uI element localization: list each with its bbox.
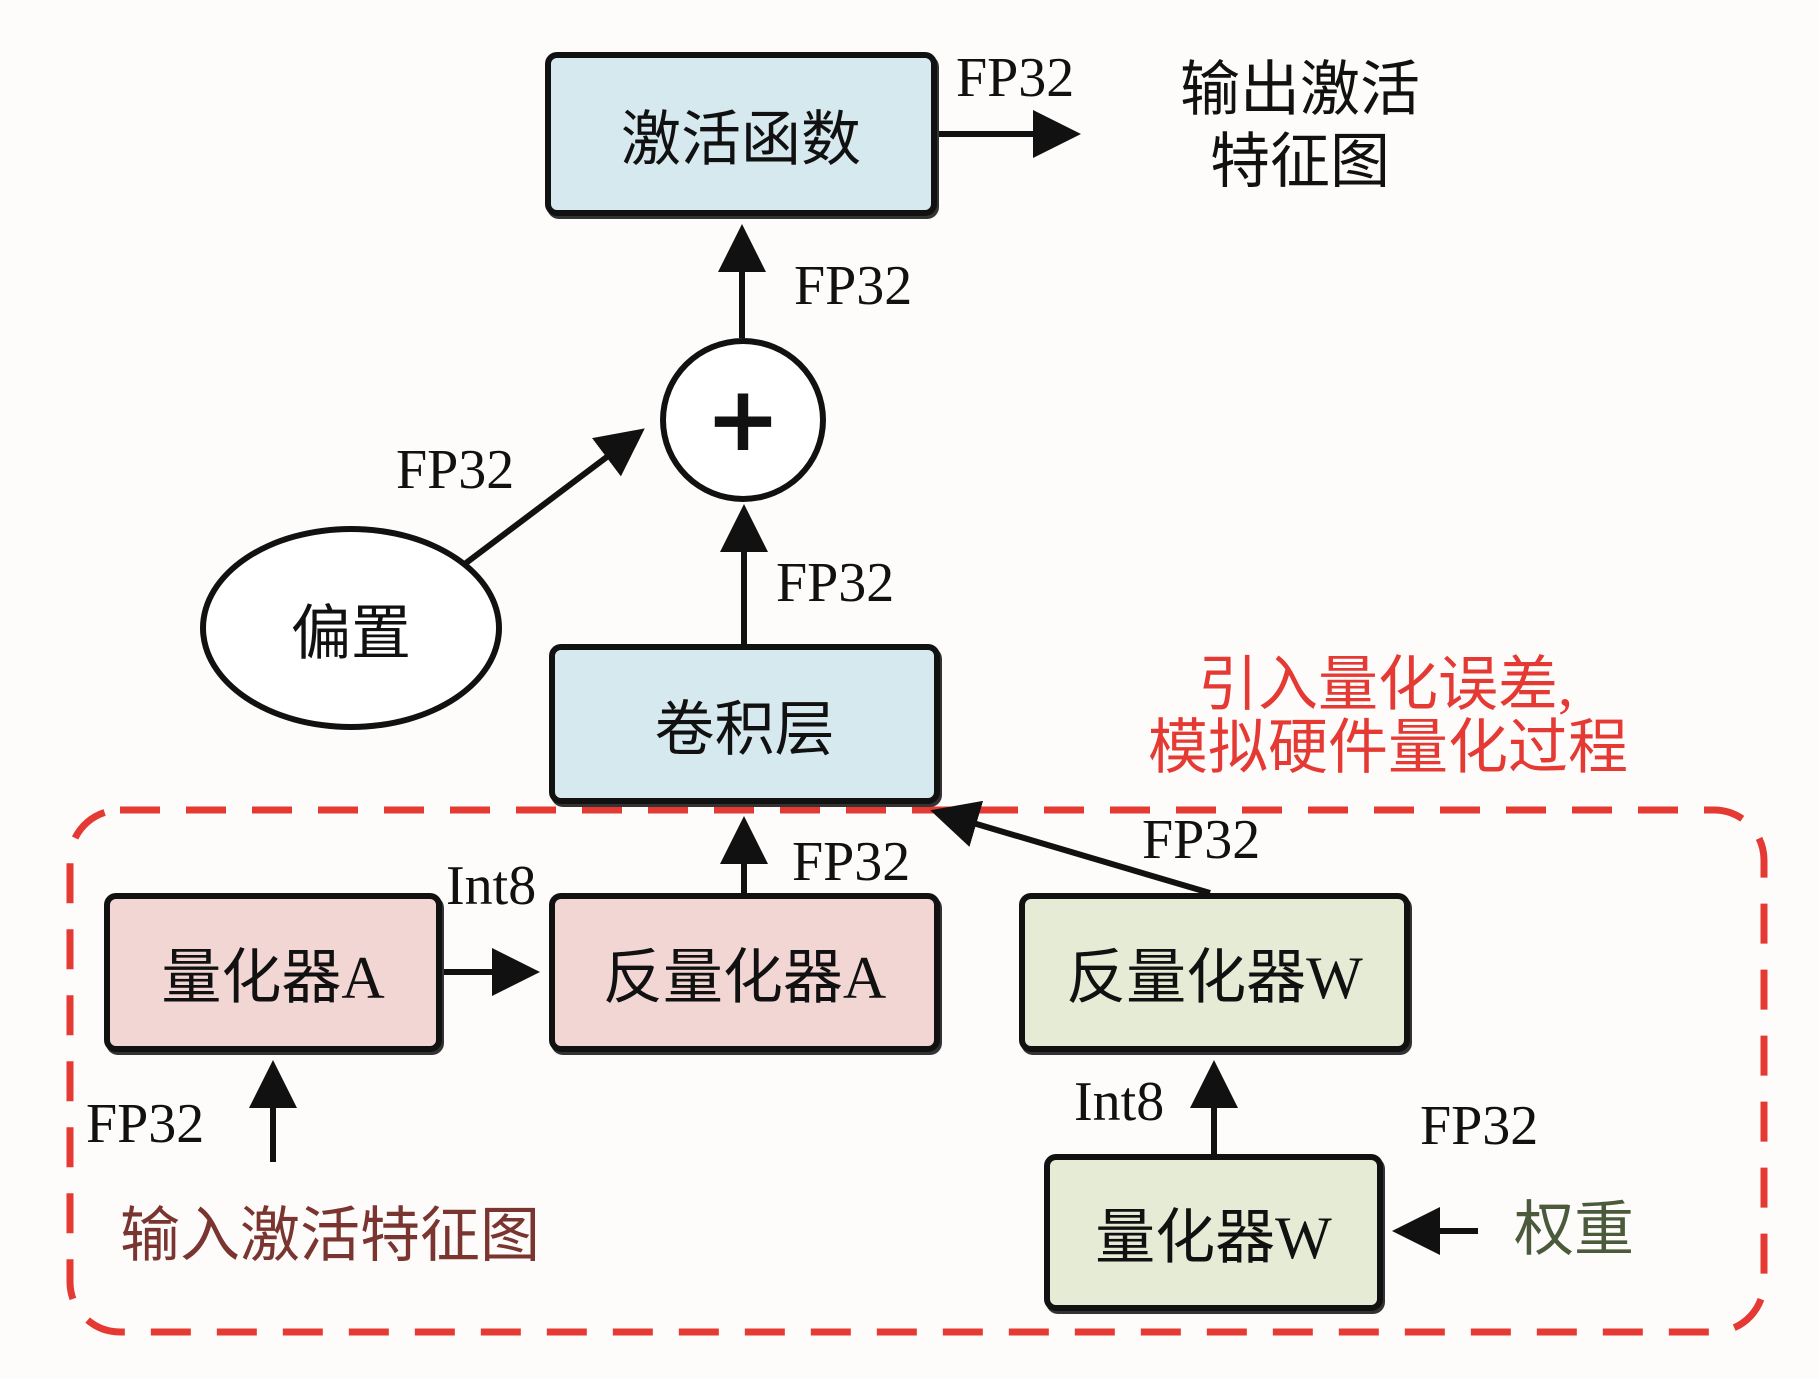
edge-label-adder-activation: FP32 [794,255,913,317]
dequantizer-a-label: 反量化器A [602,945,887,1011]
arrow-bias-adder [464,428,645,566]
edge-label-weight-qw: FP32 [1420,1095,1539,1157]
output-label: 输出激活 特征图 [1180,54,1420,198]
adder-node: + [660,338,826,502]
quantizer-w-node: 量化器W [1044,1154,1383,1311]
dequantizer-w-node: 反量化器W [1019,893,1410,1052]
bias-node: 偏置 [200,526,502,730]
quantization-annotation: 引入量化误差, 模拟硬件量化过程 [1148,654,1628,780]
quantizer-a-node: 量化器A [104,893,442,1052]
edge-label-deqa-conv: FP32 [792,831,911,893]
annotation-line1: 引入量化误差, [1198,652,1573,718]
conv-layer-label: 卷积层 [654,696,835,763]
edge-label-input-qa: FP32 [86,1093,205,1155]
output-label-line1: 输出激活 [1180,57,1420,123]
bias-label: 偏置 [291,600,411,667]
edge-label-qa-deqa: Int8 [446,855,537,917]
dequantizer-a-node: 反量化器A [549,893,940,1052]
activation-function-label: 激活函数 [621,106,861,173]
edge-label-deqw-conv: FP32 [1142,809,1261,871]
edge-label-activation-out: FP32 [956,47,1075,109]
quantization-region [66,806,1768,1336]
conv-layer-node: 卷积层 [549,644,940,804]
weight-label: 权重 [1514,1197,1634,1263]
edge-label-conv-adder: FP32 [776,552,895,614]
quantizer-a-label: 量化器A [161,945,385,1011]
arrow-deqw-conv [930,800,1211,896]
edge-label-qw-deqw: Int8 [1074,1071,1165,1133]
dequantizer-w-label: 反量化器W [1066,945,1363,1011]
input-label: 输入激活特征图 [120,1203,540,1269]
activation-function-node: 激活函数 [545,52,937,216]
quantizer-w-label: 量化器W [1095,1205,1332,1271]
plus-icon: + [705,367,781,472]
output-label-line2: 特征图 [1210,129,1390,195]
edge-label-bias-adder: FP32 [396,439,515,501]
annotation-line2: 模拟硬件量化过程 [1148,715,1628,781]
